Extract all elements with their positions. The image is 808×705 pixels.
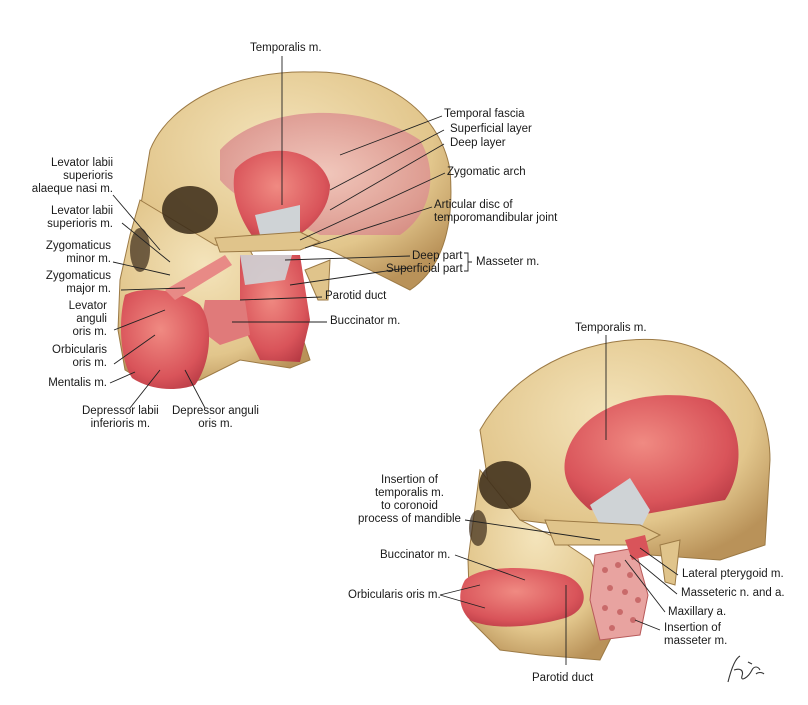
bottom-insertion-texture xyxy=(602,562,641,631)
bottom-temporalis-tendon xyxy=(590,478,650,530)
top-buccinator-muscle xyxy=(200,300,250,345)
label-insertion-temporalis: Insertion of temporalis m. to coronoid p… xyxy=(358,474,461,525)
label-levator-anguli-oris: Levator anguli oris m. xyxy=(68,300,107,338)
top-skull xyxy=(117,71,452,390)
label-mentalis: Mentalis m. xyxy=(48,377,107,389)
bottom-nasal-cavity xyxy=(469,510,487,546)
label-maxillary-a: Maxillary a. xyxy=(668,606,727,618)
label-levator-labii-superioris: Levator labii superioris m. xyxy=(47,205,113,230)
label-zygomatic-arch: Zygomatic arch xyxy=(447,166,526,178)
bottom-lip-muscles xyxy=(460,568,584,627)
label-deep-part: Deep part xyxy=(412,250,463,262)
bottom-orbit xyxy=(479,461,531,509)
top-leader-lines xyxy=(109,56,446,409)
top-nasal-cavity xyxy=(130,228,150,272)
label-temporalis-top: Temporalis m. xyxy=(250,42,322,54)
label-zygomaticus-minor: Zygomaticus minor m. xyxy=(45,240,111,265)
bottom-masseter-insertion xyxy=(589,547,649,641)
top-orbit xyxy=(162,186,218,234)
bottom-temporalis-muscle xyxy=(564,395,739,515)
label-superficial-part: Superficial part xyxy=(386,263,463,275)
label-buccinator-bottom: Buccinator m. xyxy=(380,549,451,561)
label-buccinator-top: Buccinator m. xyxy=(330,315,401,327)
label-masseter: Masseter m. xyxy=(476,256,540,268)
top-mastoid xyxy=(304,259,331,301)
label-orbicularis-oris-top: Orbicularis oris m. xyxy=(52,344,107,369)
label-deep-layer: Deep layer xyxy=(450,137,506,149)
masseter-bracket xyxy=(464,252,472,272)
label-superficial-layer: Superficial layer xyxy=(450,123,532,135)
label-temporal-fascia: Temporal fascia xyxy=(444,108,525,120)
label-articular-disc: Articular disc of temporomandibular join… xyxy=(434,199,558,224)
label-parotid-duct-bottom: Parotid duct xyxy=(532,672,594,684)
label-parotid-duct-top: Parotid duct xyxy=(325,290,387,302)
label-insertion-masseter: Insertion of masseter m. xyxy=(664,622,728,647)
label-temporalis-bottom: Temporalis m. xyxy=(575,322,647,334)
label-depressor-anguli-oris: Depressor anguli oris m. xyxy=(172,405,259,430)
top-facial-muscles xyxy=(120,289,210,390)
top-masseter-tendon xyxy=(240,255,292,285)
bottom-leader-lines xyxy=(439,335,679,665)
bottom-pterygoid xyxy=(625,535,650,560)
label-lateral-pterygoid: Lateral pterygoid m. xyxy=(682,568,784,580)
bottom-mastoid xyxy=(659,539,681,586)
label-depressor-labii-inferioris: Depressor labii inferioris m. xyxy=(82,405,159,430)
label-zygomaticus-major: Zygomaticus major m. xyxy=(45,270,111,295)
label-orbicularis-oris-bottom: Orbicularis oris m. xyxy=(348,589,441,601)
top-zygomaticus-bands xyxy=(165,255,232,300)
bottom-skull xyxy=(460,338,771,661)
label-masseteric-n-a: Masseteric n. and a. xyxy=(681,587,785,599)
label-levator-labii-alaeque: Levator labii superioris alaeque nasi m. xyxy=(31,157,113,195)
artist-signature xyxy=(727,655,765,683)
